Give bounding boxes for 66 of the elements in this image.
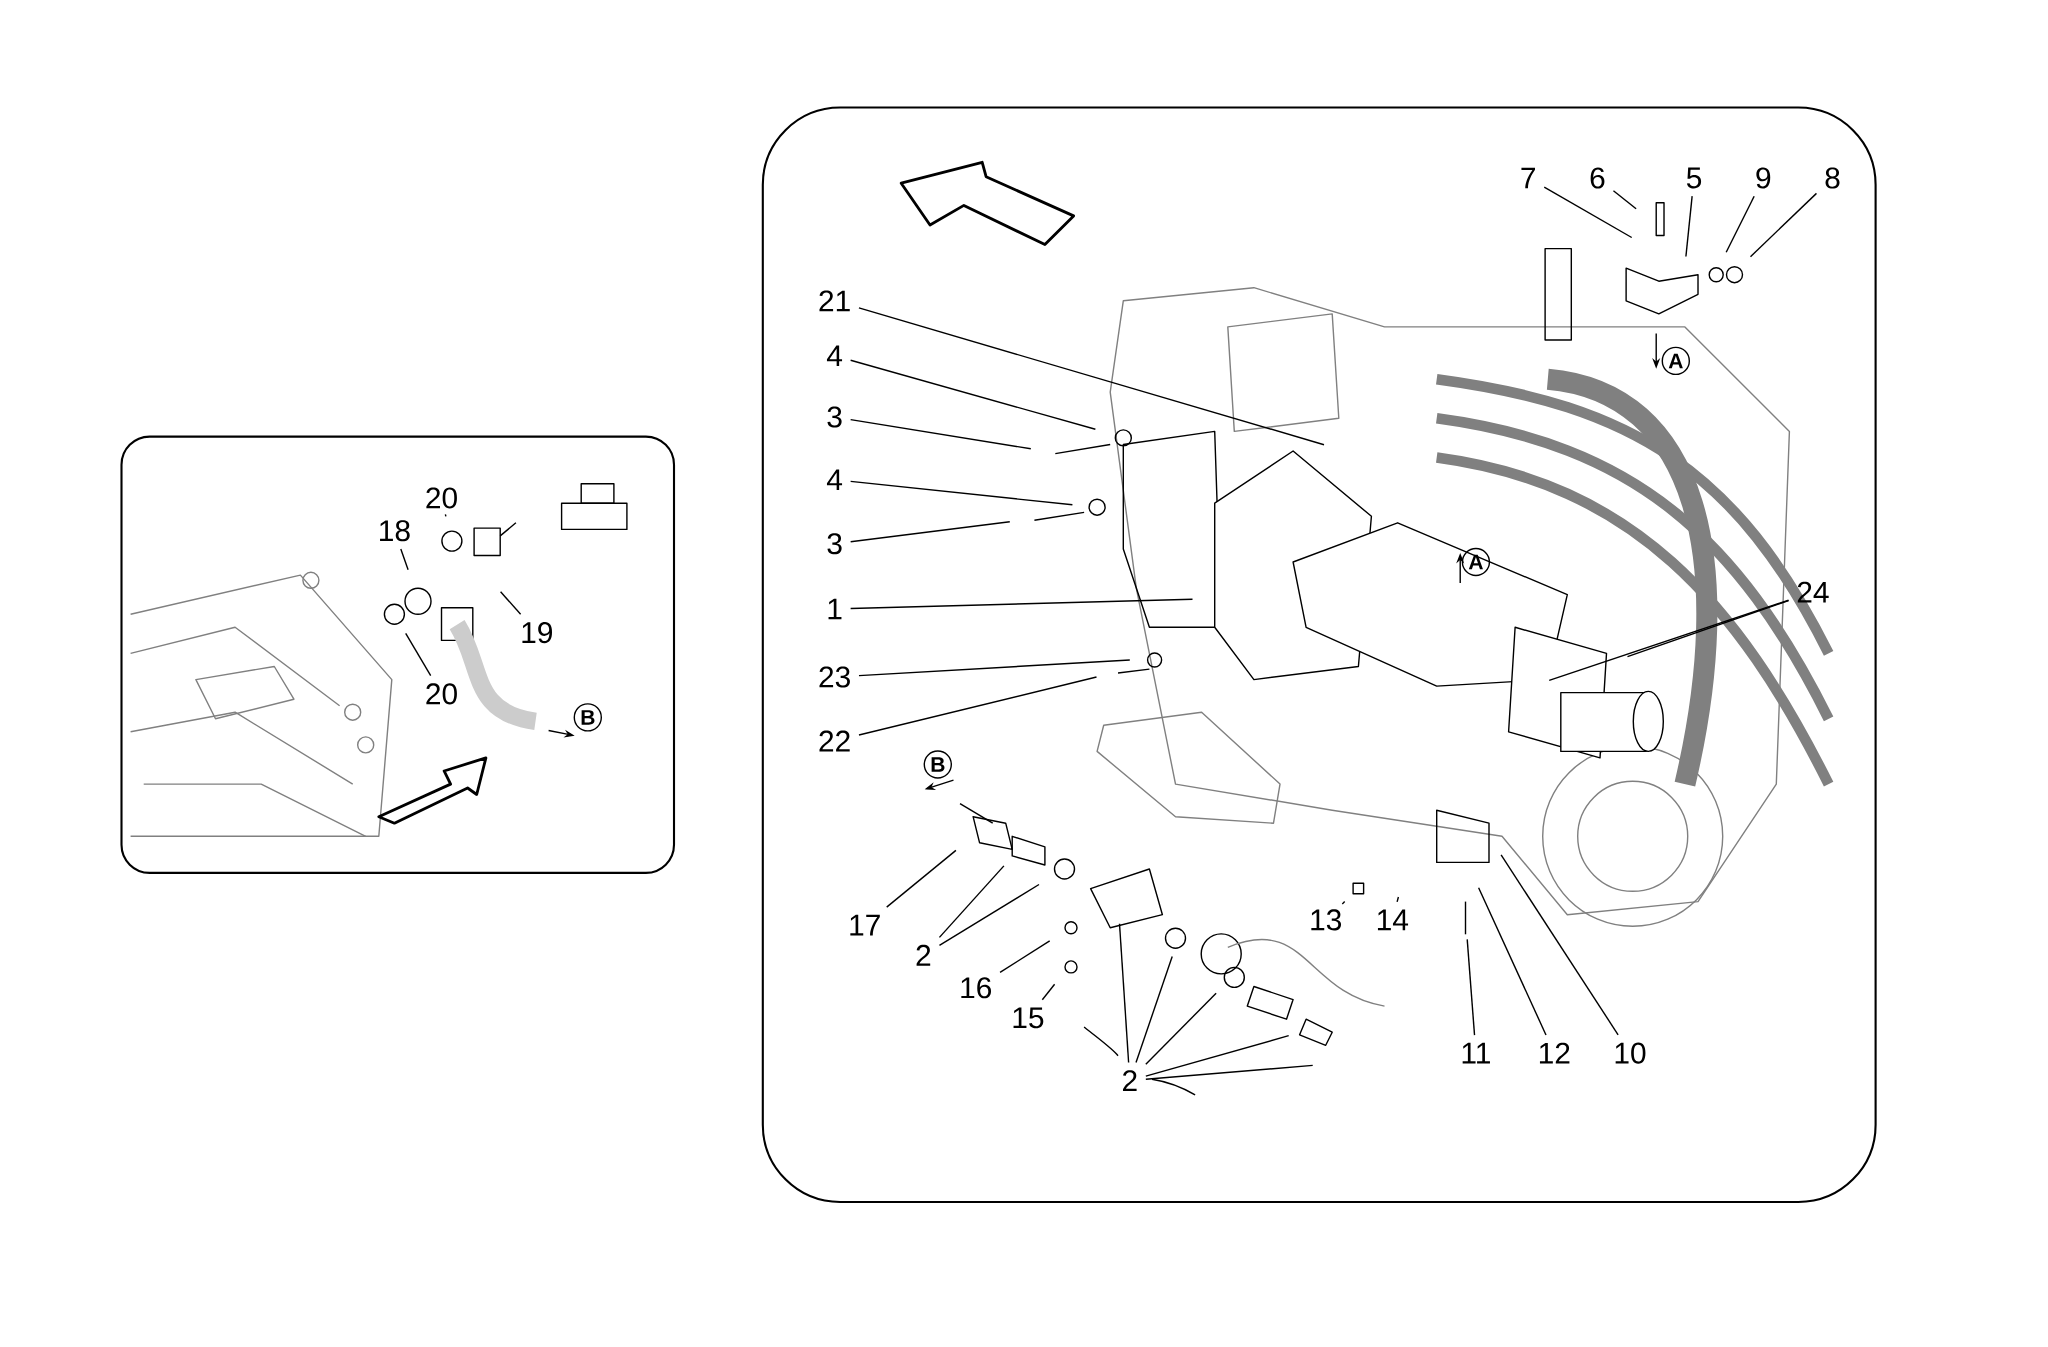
callout-number: 14	[1377, 909, 1409, 931]
leader-line	[1685, 195, 1693, 258]
circled-letter: B	[923, 750, 952, 779]
leader-line	[858, 676, 1098, 736]
callout-number: 10	[1615, 1042, 1646, 1064]
leader-line	[1145, 1064, 1314, 1080]
leader-line	[1118, 923, 1130, 1064]
callout-number: 11	[1462, 1042, 1490, 1064]
leader-line	[849, 598, 1194, 610]
leader-line	[849, 359, 1097, 430]
callout-number: 12	[1539, 1042, 1570, 1064]
callout-number: 4	[826, 345, 843, 366]
leader-line	[444, 513, 447, 517]
callout-number: 3	[827, 406, 842, 428]
leader-line	[1626, 599, 1790, 658]
callout-number: 22	[819, 730, 850, 752]
circled-letter: A	[1661, 346, 1690, 376]
leader-line	[999, 940, 1051, 974]
callout-number: 23	[819, 666, 850, 688]
leader-line	[1041, 983, 1056, 1001]
callout-number: 21	[819, 290, 850, 312]
leader-line	[1145, 992, 1217, 1066]
leader-line	[1477, 887, 1547, 1036]
leader-line	[1396, 896, 1400, 903]
callout-number: 13	[1311, 909, 1341, 931]
circled-letter: A	[1461, 547, 1491, 577]
leader-line	[1466, 938, 1476, 1036]
callout-number: 2	[916, 944, 931, 966]
leader-line	[1145, 1035, 1290, 1077]
leader-line	[1725, 195, 1755, 253]
callout-number: 6	[1590, 167, 1605, 189]
circled-letter: B	[573, 703, 602, 732]
leader-line	[849, 480, 1074, 506]
leader-line	[858, 307, 1325, 446]
callout-number: 8	[1825, 167, 1840, 189]
leader-line	[1749, 192, 1818, 258]
leader-line	[1543, 186, 1633, 239]
leader-line	[499, 591, 522, 615]
leader-line	[938, 865, 1005, 939]
leader-line	[858, 659, 1131, 677]
leader-line	[400, 548, 409, 571]
callout-number: 17	[850, 914, 880, 936]
leader-line	[1612, 190, 1637, 210]
leader-line	[849, 521, 1011, 543]
leader-line	[938, 883, 1040, 947]
callout-number: 2	[1123, 1070, 1137, 1092]
leader-line	[849, 418, 1032, 450]
callout-number: 20	[426, 683, 457, 705]
callout-number: 9	[1756, 167, 1771, 189]
callout-number: 24	[1797, 581, 1829, 603]
callout-number: 15	[1013, 1007, 1044, 1029]
leader-line	[1135, 955, 1173, 1064]
leader-line	[1500, 854, 1619, 1036]
callout-number: 7	[1521, 167, 1535, 189]
callout-number: 19	[522, 622, 552, 644]
leader-line	[1341, 900, 1346, 905]
leader-line	[886, 849, 957, 908]
callout-number: 20	[426, 487, 457, 509]
leader-line	[1548, 599, 1790, 682]
callout-number: 16	[961, 977, 991, 999]
callout-number: 4	[826, 469, 843, 490]
callout-number: 18	[380, 520, 410, 542]
callout-number: 5	[1686, 167, 1702, 189]
leader-line	[405, 632, 432, 677]
callout-number: 3	[827, 533, 842, 555]
callout-number: 1	[828, 598, 842, 620]
